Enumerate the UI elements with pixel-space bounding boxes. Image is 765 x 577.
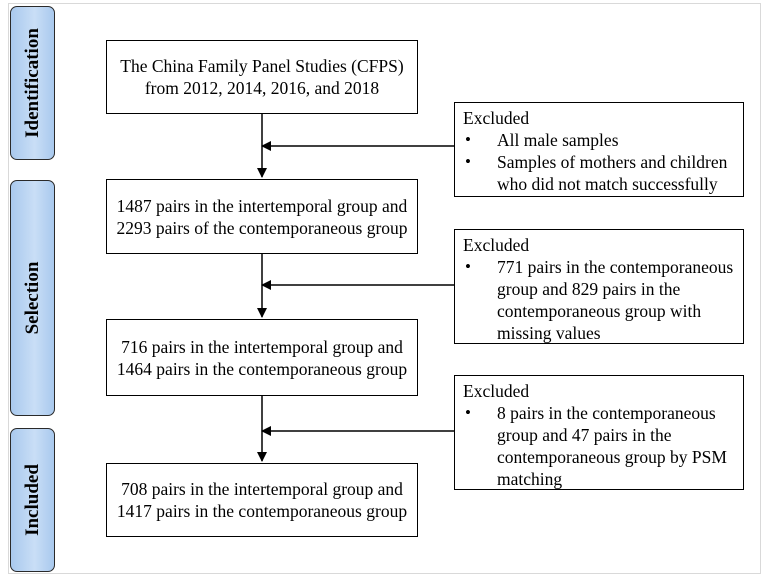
phase-identification: Identification xyxy=(10,6,55,160)
exclusion-item-line: contemporaneous group by PSM xyxy=(497,447,727,467)
filtered-line-1: 716 pairs in the intertemporal group and xyxy=(121,336,403,357)
exclusion-item-line: group and 829 pairs in the xyxy=(497,279,681,299)
selection-line-2: 2293 pairs of the contemporaneous group xyxy=(116,217,408,238)
source-line-2: from 2012, 2014, 2016, and 2018 xyxy=(144,78,380,98)
exclusion-item-line: contemporaneous group with xyxy=(497,301,702,321)
exclusion-item-line: missing values xyxy=(497,323,601,343)
exclusion-item: 771 pairs in the contemporaneous group a… xyxy=(463,256,735,344)
source-box: The China Family Panel Studies (CFPS) fr… xyxy=(106,40,418,114)
exclusion-item: 8 pairs in the contemporaneous group and… xyxy=(463,402,735,490)
phase-included: Included xyxy=(10,428,55,572)
exclusion-title: Excluded xyxy=(463,108,530,128)
exclusion-box-3: Excluded 8 pairs in the contemporaneous … xyxy=(454,375,744,490)
exclusion-item-line: matching xyxy=(497,469,563,489)
exclusion-title: Excluded xyxy=(463,381,530,401)
selection-line-1: 1487 pairs in the intertemporal group an… xyxy=(116,195,408,216)
connectors xyxy=(257,114,454,462)
flowchart: Identification Selection Included The Ch… xyxy=(8,3,761,574)
exclusion-box-2: Excluded 771 pairs in the contemporaneou… xyxy=(454,229,744,344)
included-line-2: 1417 pairs in the contemporaneous group xyxy=(116,501,408,521)
exclusion-item-line: group and 47 pairs in the xyxy=(497,425,672,445)
included-box: 708 pairs in the intertemporal group and… xyxy=(106,463,418,537)
included-line-1: 708 pairs in the intertemporal group and xyxy=(121,479,403,499)
exclusion-item-line: All male samples xyxy=(497,130,619,150)
exclusion-item: Samples of mothers and children who did … xyxy=(463,151,735,195)
exclusion-item-line: 771 pairs in the contemporaneous xyxy=(497,257,734,277)
exclusion-item-line: who did not match successfully xyxy=(497,174,718,194)
phase-selection: Selection xyxy=(10,180,55,416)
selection-box: 1487 pairs in the intertemporal group an… xyxy=(106,179,418,254)
filtered-box: 716 pairs in the intertemporal group and… xyxy=(106,319,418,396)
exclusion-item-line: 8 pairs in the contemporaneous xyxy=(497,403,716,423)
source-line-1: The China Family Panel Studies (CFPS) xyxy=(120,56,404,76)
filtered-line-2: 1464 pairs in the contemporaneous group xyxy=(116,358,408,379)
exclusion-title: Excluded xyxy=(463,235,530,255)
exclusion-item-line: Samples of mothers and children xyxy=(497,152,728,172)
exclusion-item: All male samples xyxy=(463,129,735,151)
exclusion-box-1: Excluded All male samples Samples of mot… xyxy=(454,102,744,197)
